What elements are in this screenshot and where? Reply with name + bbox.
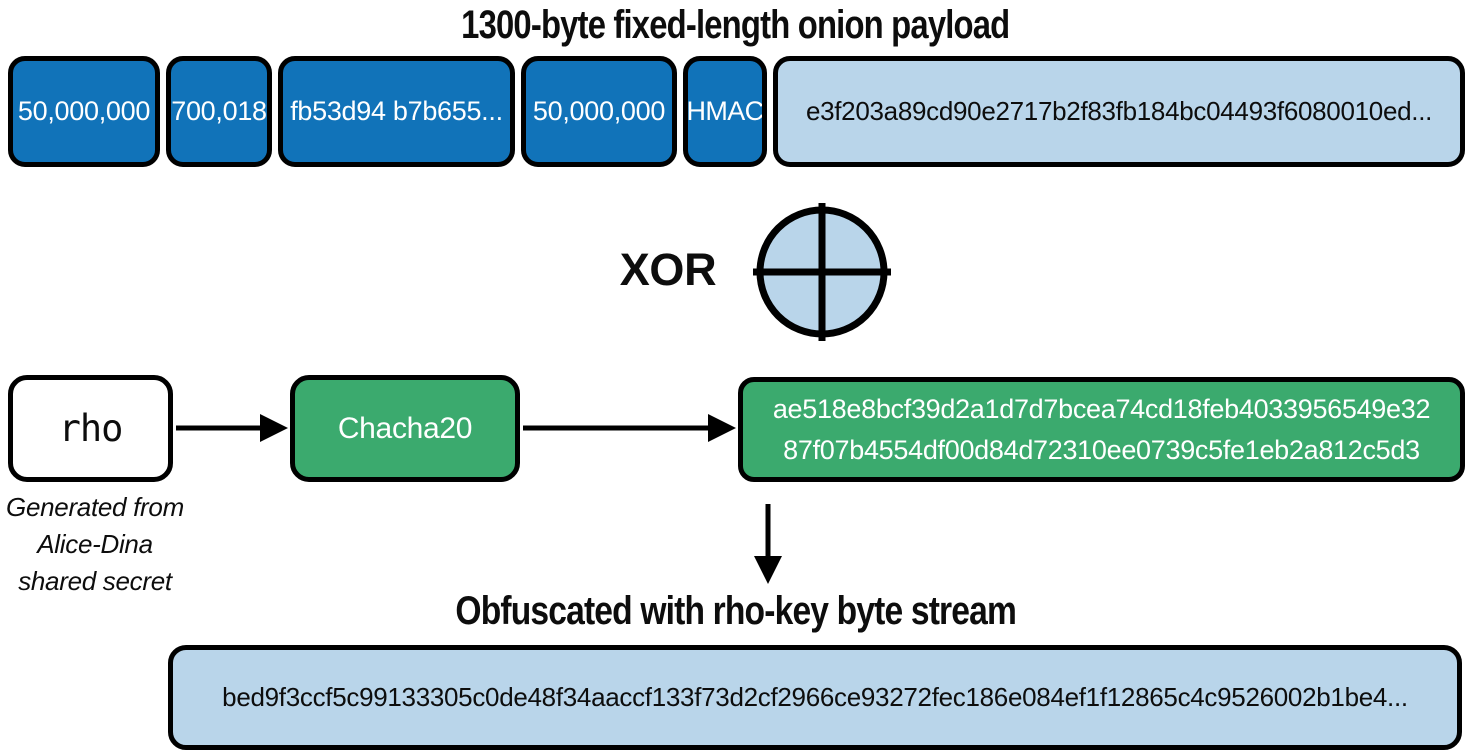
payload-field-cltv-value: 700,018 [171,96,267,126]
arrow-keystream-down [754,504,782,584]
payload-field-filler-hex-value: e3f203a89cd90e2717b2f83fb184bc04493f6080… [805,96,1433,126]
keystream-hex-box: ae518e8bcf39d2a1d7d7bcea74cd18feb4033956… [738,377,1465,482]
keystream-hex-line-1: ae518e8bcf39d2a1d7d7bcea74cd18feb4033956… [772,393,1431,424]
diagram-title-text: 1300-byte fixed-length onion payload [461,3,1010,47]
rho-key-box: rho [8,375,173,482]
rho-key-caption: Generated from Alice-Dina shared secret [0,489,190,600]
payload-field-amount-2-value: 50,000,000 [532,96,666,126]
payload-field-hmac-value: HMAC [686,96,764,126]
arrow-chacha20-to-keystream [523,414,736,442]
payload-field-hash-value: fb53d94 b7b655... [290,96,503,126]
xor-circle-plus-icon [753,203,891,341]
onion-payload-row: 50,000,000 700,018 fb53d94 b7b655... 50,… [8,56,1465,167]
chacha20-label: Chacha20 [337,411,473,445]
payload-field-amount-1-value: 50,000,000 [17,96,151,126]
diagram-title: 1300-byte fixed-length onion payload [0,0,1471,50]
payload-field-hash: fb53d94 b7b655... [278,56,515,167]
payload-field-cltv: 700,018 [166,56,272,167]
payload-field-amount-2: 50,000,000 [521,56,677,167]
xor-label: XOR [619,244,717,295]
obfuscated-hex-box: bed9f3ccf5c99133305c0de48f34aaccf133f73d… [168,645,1462,750]
keystream-hex-line-2: 87f07b4554df00d84d72310ee0739c5fe1eb2a81… [783,434,1420,465]
obfuscated-heading-text: Obfuscated with rho-key byte stream [455,589,1016,633]
payload-field-filler-hex: e3f203a89cd90e2717b2f83fb184bc04493f6080… [773,56,1465,167]
obfuscated-heading: Obfuscated with rho-key byte stream [0,586,1471,636]
payload-field-amount-1: 50,000,000 [8,56,160,167]
rho-caption-line-2: Alice-Dina [37,529,153,559]
chacha20-box: Chacha20 [290,375,520,482]
obfuscated-hex-value: bed9f3ccf5c99133305c0de48f34aaccf133f73d… [222,682,1408,712]
rho-caption-line-1: Generated from [6,492,184,522]
arrow-rho-to-chacha20 [176,414,288,442]
rho-key-label: rho [58,407,124,450]
rho-caption-line-3: shared secret [18,566,172,596]
payload-field-hmac: HMAC [683,56,767,167]
